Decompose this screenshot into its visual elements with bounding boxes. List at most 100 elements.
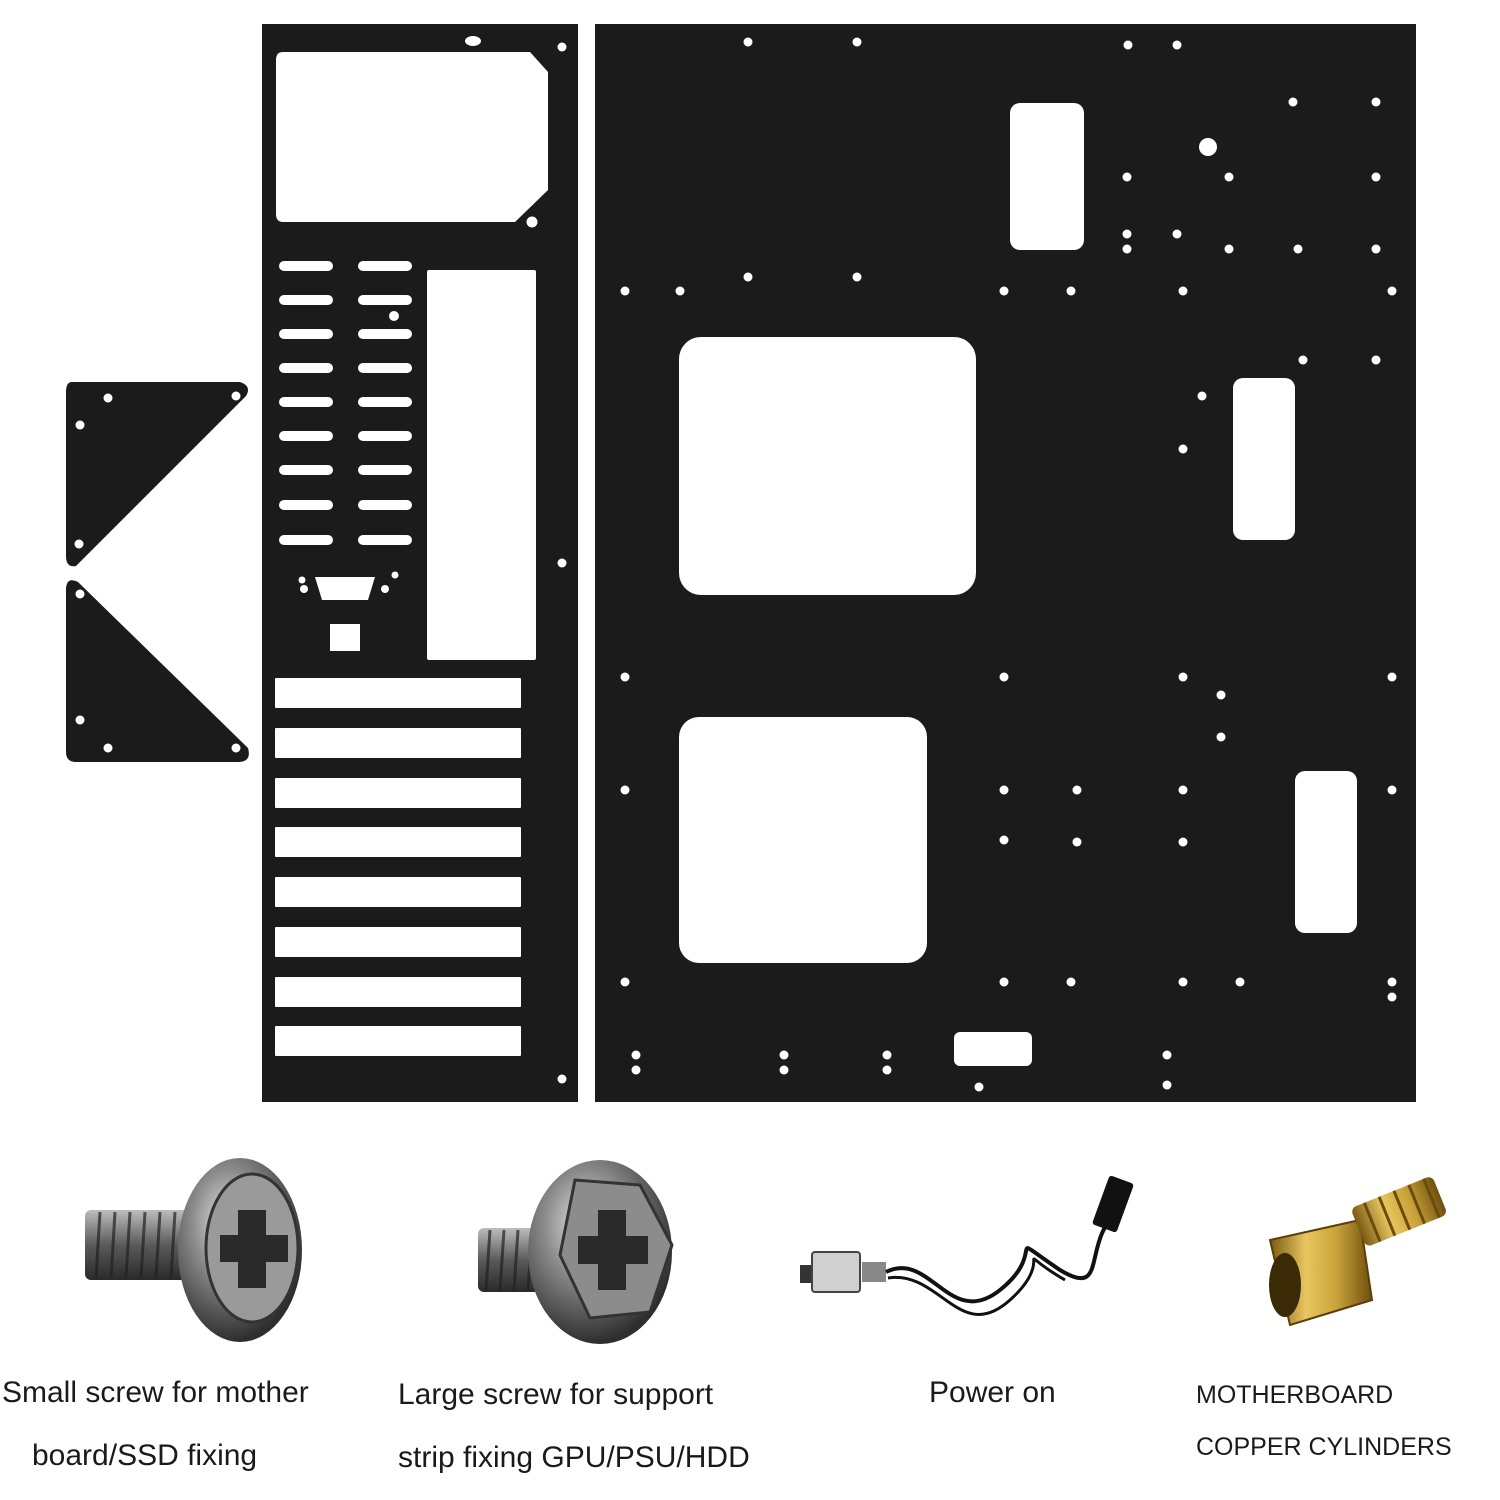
mounting-hole: [620, 977, 630, 987]
mounting-hole: [1172, 40, 1182, 50]
mounting-hole: [882, 1065, 892, 1075]
vent-slot: [358, 465, 412, 475]
cable-slot-mid: [1233, 378, 1295, 540]
mounting-hole: [999, 672, 1009, 682]
bottom-slot: [954, 1032, 1032, 1066]
vent-slot: [358, 500, 412, 510]
small-screw-image: [85, 1158, 302, 1342]
mounting-hole: [999, 977, 1009, 987]
mounting-hole: [1066, 286, 1076, 296]
mounting-hole: [1216, 732, 1226, 742]
mounting-hole: [1224, 244, 1234, 254]
vent-slot: [279, 363, 333, 373]
mounting-hole: [1066, 977, 1076, 987]
vent-slot: [279, 397, 333, 407]
vent-slot: [358, 329, 412, 339]
mounting-hole: [1298, 355, 1308, 365]
vent-slot: [358, 261, 412, 271]
pcie-slot: [275, 678, 521, 708]
mounting-hole: [1178, 672, 1188, 682]
mounting-hole: [1371, 172, 1381, 182]
large-screw-caption-line1: Large screw for support: [398, 1378, 714, 1411]
mounting-hole: [1387, 977, 1397, 987]
power-switch-image: [800, 1175, 1134, 1316]
pcie-slot: [275, 728, 521, 758]
mounting-hole: [743, 272, 753, 282]
vent-slot: [358, 431, 412, 441]
mounting-hole: [1122, 244, 1132, 254]
vent-slots: [279, 261, 412, 545]
mounting-hole: [1072, 785, 1082, 795]
standoff-caption-line1: MOTHERBOARD: [1196, 1381, 1394, 1409]
standoff-caption-line2: COPPER CYLINDERS: [1196, 1433, 1452, 1461]
pcie-slot: [275, 827, 521, 857]
mounting-hole: [1162, 1080, 1172, 1090]
mounting-hole: [999, 286, 1009, 296]
mounting-hole: [1288, 97, 1298, 107]
mounting-hole: [1197, 391, 1207, 401]
mounting-hole: [631, 1050, 641, 1060]
cable-slot-low: [1295, 771, 1357, 933]
mounting-hole: [1072, 837, 1082, 847]
mounting-hole: [779, 1050, 789, 1060]
pcie-slot-cutouts: [275, 678, 521, 1056]
vent-slot: [279, 261, 333, 271]
cpu-cutout: [679, 337, 976, 595]
mounting-hole: [882, 1050, 892, 1060]
mounting-hole: [1235, 977, 1245, 987]
mounting-hole: [1224, 172, 1234, 182]
vent-slot: [358, 295, 412, 305]
pcie-slot: [275, 877, 521, 907]
mounting-hole: [1162, 1050, 1172, 1060]
vent-slot: [279, 535, 333, 545]
mounting-hole: [1387, 785, 1397, 795]
cable-slot-top: [1010, 103, 1084, 250]
mounting-hole: [1178, 977, 1188, 987]
mounting-holes: [620, 37, 1397, 1092]
rear-io-panel: [262, 24, 578, 1102]
mounting-hole: [620, 785, 630, 795]
mounting-hole: [1371, 355, 1381, 365]
small-screw-caption-line2: board/SSD fixing: [32, 1439, 258, 1472]
large-screw-image: [478, 1160, 674, 1344]
small-screw-caption-line1: Small screw for mother: [2, 1376, 309, 1409]
mounting-hole: [999, 835, 1009, 845]
pcie-slot: [275, 1026, 521, 1056]
lower-cutout: [679, 717, 927, 963]
vent-slot: [279, 500, 333, 510]
mounting-hole: [852, 37, 862, 47]
vent-slot: [358, 535, 412, 545]
mounting-hole: [779, 1065, 789, 1075]
pcie-slot: [275, 927, 521, 957]
mounting-hole: [1387, 672, 1397, 682]
mounting-hole: [1178, 444, 1188, 454]
mounting-hole: [1387, 286, 1397, 296]
mounting-hole: [620, 286, 630, 296]
mounting-hole: [1216, 690, 1226, 700]
mounting-hole: [999, 785, 1009, 795]
pcie-slot: [275, 977, 521, 1007]
square-cutout: [330, 624, 360, 651]
mounting-hole: [1122, 172, 1132, 182]
large-screw-caption-line2: strip fixing GPU/PSU/HDD: [398, 1441, 750, 1474]
mounting-hole: [1293, 244, 1303, 254]
vent-slot: [279, 329, 333, 339]
mounting-hole: [1123, 40, 1133, 50]
vent-slot: [358, 397, 412, 407]
side-slot-cutout: [427, 270, 536, 660]
vent-slot: [358, 363, 412, 373]
mounting-hole: [1172, 229, 1182, 239]
mounting-hole: [1371, 97, 1381, 107]
mounting-hole: [620, 672, 630, 682]
vent-slot: [279, 465, 333, 475]
vent-slot: [279, 295, 333, 305]
triangle-bracket-lower: [66, 580, 249, 762]
mounting-hole: [743, 37, 753, 47]
mounting-hole: [1178, 837, 1188, 847]
power-switch-caption: Power on: [929, 1376, 1056, 1409]
triangle-bracket-upper: [66, 382, 248, 567]
mounting-hole: [974, 1082, 984, 1092]
standoff-image: [1268, 1177, 1446, 1327]
mounting-hole: [1387, 992, 1397, 1002]
